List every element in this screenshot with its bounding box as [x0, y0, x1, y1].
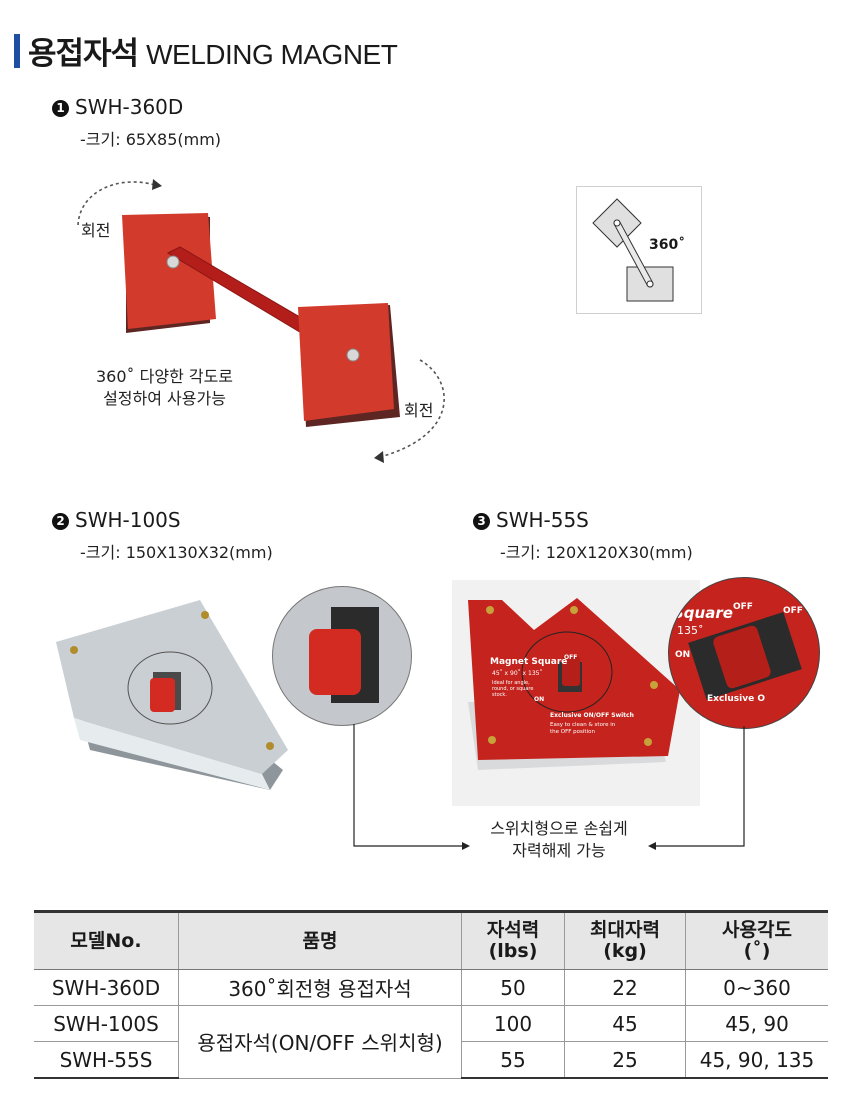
- cell-angle: 45, 90: [685, 1005, 828, 1042]
- cell-kg: 22: [564, 969, 686, 1006]
- product-1-size: -크기: 65X85(mm): [80, 130, 222, 149]
- magnet-angle-label: 45˚ x 90˚ x 135˚: [492, 670, 543, 677]
- angle-diagram-svg: [592, 198, 674, 302]
- product-2-number: 2: [52, 513, 69, 530]
- silver-zoom-switch: [309, 629, 361, 695]
- cell-lbs: 50: [461, 969, 565, 1006]
- col-header-lbs: 자석력 (lbs): [461, 910, 565, 970]
- zoom-off-label: OFF: [733, 602, 753, 612]
- table-row: SWH-55S 55 25 45, 90, 135: [34, 1041, 828, 1079]
- product-2-model: 2 SWH-100S: [52, 508, 181, 532]
- zoom-brand-label: Square: [673, 604, 733, 622]
- angle-caption-line-2: 설정하여 사용가능: [103, 389, 226, 408]
- magnet-brand-label: Magnet Square: [490, 657, 568, 667]
- cell-model: SWH-360D: [34, 969, 179, 1006]
- page-title-en: WELDING MAGNET: [146, 39, 398, 70]
- angle-caption-line-1: 360˚ 다양한 각도로: [96, 367, 234, 386]
- col-header-kg: 최대자력 (kg): [564, 910, 686, 970]
- rotate-label-bottom: 회전: [404, 401, 434, 420]
- cell-name: 용접자석(ON/OFF 스위치형): [178, 1005, 462, 1079]
- product-1-model-text: SWH-360D: [75, 95, 184, 119]
- cell-model: SWH-55S: [34, 1041, 179, 1079]
- switch-caption: 스위치형으로 손쉽게 자력해제 가능: [474, 818, 644, 862]
- product-3-model: 3 SWH-55S: [473, 508, 589, 532]
- zoom-off-label-2: OFF: [783, 606, 803, 616]
- switch-zoom-silver: [272, 586, 412, 726]
- red-magnet-photo: Magnet Square 45˚ x 90˚ x 135˚ Ideal for…: [452, 580, 700, 806]
- cell-angle: 45, 90, 135: [685, 1041, 828, 1079]
- table-row: SWH-360D 360˚회전형 용접자석 50 22 0~360: [34, 969, 828, 1006]
- magnet-block-bottom: [298, 303, 394, 421]
- col-header-name: 품명: [178, 910, 462, 970]
- magnet-exclusive-label: Exclusive ON/OFF Switch: [550, 712, 634, 719]
- table-row: SWH-100S 용접자석(ON/OFF 스위치형) 100 45 45, 90: [34, 1005, 828, 1079]
- red-magnet-svg: [468, 598, 680, 770]
- zoom-on-label: ON: [675, 650, 691, 660]
- zoom-angle-label: 135˚: [677, 624, 704, 637]
- magnet-on-label: ON: [534, 696, 545, 703]
- title-accent-bar: [14, 34, 20, 68]
- switch-caption-line-1: 스위치형으로 손쉽게: [490, 819, 628, 838]
- zoom-exclusive-label: Exclusive O: [707, 694, 765, 704]
- product-3-size: -크기: 120X120X30(mm): [500, 543, 693, 562]
- spec-table: 모델No. 품명 자석력 (lbs) 최대자력 (kg) 사용각도 (˚) SW…: [34, 910, 828, 1079]
- product-2-size: -크기: 150X130X32(mm): [80, 543, 273, 562]
- connector-lines: [353, 724, 745, 850]
- magnet-block-top: [122, 213, 216, 329]
- magnet-off-label: OFF: [564, 654, 578, 661]
- product-1-model: 1 SWH-360D: [52, 95, 183, 119]
- cell-kg: 45: [564, 1005, 686, 1042]
- spec-table-header-row: 모델No. 품명 자석력 (lbs) 최대자력 (kg) 사용각도 (˚): [34, 910, 828, 970]
- switch-magnet-silver-image: [56, 600, 288, 790]
- product-1-number: 1: [52, 100, 69, 117]
- cell-lbs: 55: [461, 1041, 565, 1079]
- magnet-easy-label: Easy to clean & store in the OFF positio…: [550, 722, 616, 735]
- angle-diagram-label: 360˚: [649, 237, 686, 253]
- col-header-angle: 사용각도 (˚): [685, 910, 828, 970]
- rotate-arrow-bottom: [379, 359, 445, 458]
- switch-caption-line-2: 자력해제 가능: [512, 841, 606, 860]
- page-title-ko: 용접자석: [28, 36, 139, 72]
- col-header-model: 모델No.: [34, 910, 179, 970]
- cell-lbs: 100: [461, 1005, 565, 1042]
- product-2-model-text: SWH-100S: [75, 508, 181, 532]
- product-3-model-text: SWH-55S: [496, 508, 589, 532]
- angle-diagram: 360˚: [576, 186, 702, 314]
- swivel-magnet-image: [77, 179, 445, 463]
- product-3-number: 3: [473, 513, 490, 530]
- cell-name: 360˚회전형 용접자석: [178, 969, 462, 1006]
- magnet-small-text: Ideal for angle, round, or square stock.: [492, 680, 534, 698]
- cell-model: SWH-100S: [34, 1005, 179, 1042]
- silver-magnet-switch: [150, 678, 175, 712]
- cell-angle: 0~360: [685, 969, 828, 1006]
- rotate-label-top: 회전: [81, 221, 111, 240]
- cell-kg: 25: [564, 1041, 686, 1079]
- angle-caption: 360˚ 다양한 각도로 설정하여 사용가능: [96, 366, 233, 410]
